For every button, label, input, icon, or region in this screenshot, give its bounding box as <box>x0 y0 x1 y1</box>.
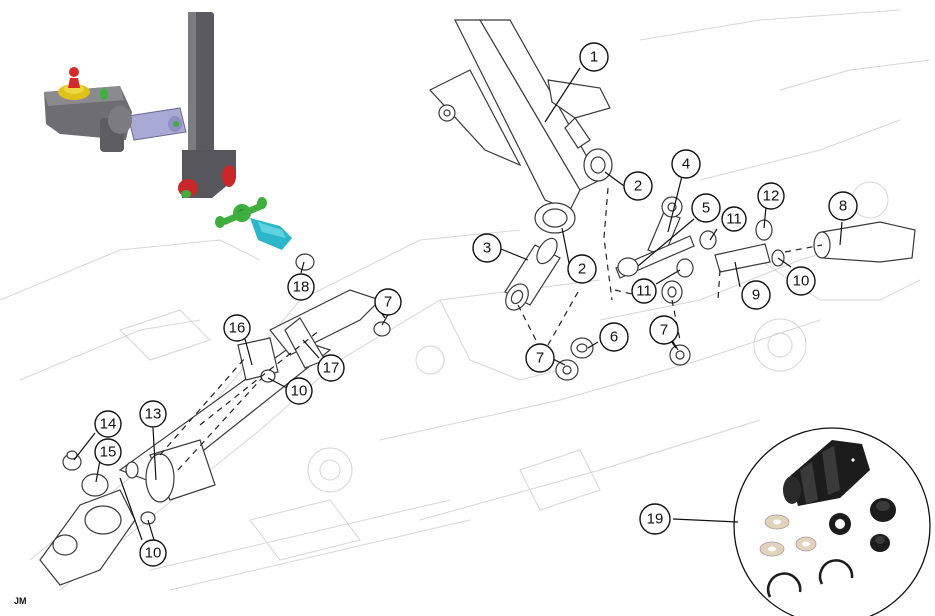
callout-19: 19 <box>639 503 671 535</box>
callout-3: 3 <box>472 233 502 263</box>
callout-7-center: 7 <box>649 315 679 345</box>
svg-text:3: 3 <box>483 240 491 257</box>
circlip <box>766 572 802 598</box>
svg-text:10: 10 <box>145 545 162 562</box>
callout-10-middle: 10 <box>285 377 313 405</box>
callout-12: 12 <box>757 182 785 210</box>
svg-text:16: 16 <box>229 320 246 337</box>
svg-text:7: 7 <box>384 294 392 311</box>
callout-11-lower: 11 <box>631 278 657 304</box>
callout-15: 15 <box>94 438 122 466</box>
svg-text:13: 13 <box>145 406 162 423</box>
callout-7-mastercyl: 7 <box>374 288 402 316</box>
reservoir-cap <box>68 78 80 88</box>
svg-text:1: 1 <box>590 49 598 66</box>
svg-text:2: 2 <box>634 178 642 195</box>
callout-2-upper: 2 <box>623 171 653 201</box>
callout-6: 6 <box>599 322 629 352</box>
assembly-inset-view <box>44 12 292 250</box>
svg-text:15: 15 <box>100 444 117 461</box>
callout-4: 4 <box>671 149 701 179</box>
svg-text:11: 11 <box>726 211 742 228</box>
pedal-bracket <box>429 19 611 211</box>
svg-text:11: 11 <box>636 283 652 300</box>
assembly-alignment-lines <box>517 187 823 349</box>
callout-10-right: 10 <box>786 266 816 296</box>
callout-9: 9 <box>741 280 771 310</box>
callout-18: 18 <box>287 273 315 301</box>
seal-kit-inset <box>733 427 931 616</box>
svg-text:7: 7 <box>660 322 668 339</box>
callout-2-lower: 2 <box>567 254 597 284</box>
svg-text:9: 9 <box>752 287 760 304</box>
callout-7-left: 7 <box>525 343 555 373</box>
callout-14: 14 <box>94 410 122 438</box>
svg-text:19: 19 <box>647 511 664 528</box>
callout-13: 13 <box>139 400 167 428</box>
callout-1: 1 <box>579 42 609 72</box>
leader-lines <box>73 67 843 541</box>
svg-text:18: 18 <box>293 279 310 296</box>
svg-text:14: 14 <box>100 416 117 433</box>
svg-text:7: 7 <box>536 350 544 367</box>
pivot-bushing-red <box>222 165 236 187</box>
corner-label: JM <box>14 596 27 606</box>
master-cylinder-alignment-lines <box>159 329 321 471</box>
callout-17: 17 <box>317 354 345 382</box>
svg-text:10: 10 <box>793 273 810 290</box>
svg-text:10: 10 <box>291 383 308 400</box>
svg-text:4: 4 <box>682 156 690 173</box>
callout-10-lower: 10 <box>139 539 167 567</box>
svg-text:8: 8 <box>839 198 847 215</box>
callout-11-upper: 11 <box>721 206 747 232</box>
master-cylinder-assembly <box>39 253 391 586</box>
callout-8: 8 <box>828 191 858 221</box>
svg-text:12: 12 <box>763 188 780 205</box>
svg-text:2: 2 <box>578 261 586 278</box>
svg-text:5: 5 <box>702 200 710 217</box>
callout-5: 5 <box>691 193 721 223</box>
svg-text:17: 17 <box>323 360 340 377</box>
callout-16: 16 <box>223 314 251 342</box>
svg-text:6: 6 <box>610 329 618 346</box>
background-chassis-lines <box>0 9 931 591</box>
